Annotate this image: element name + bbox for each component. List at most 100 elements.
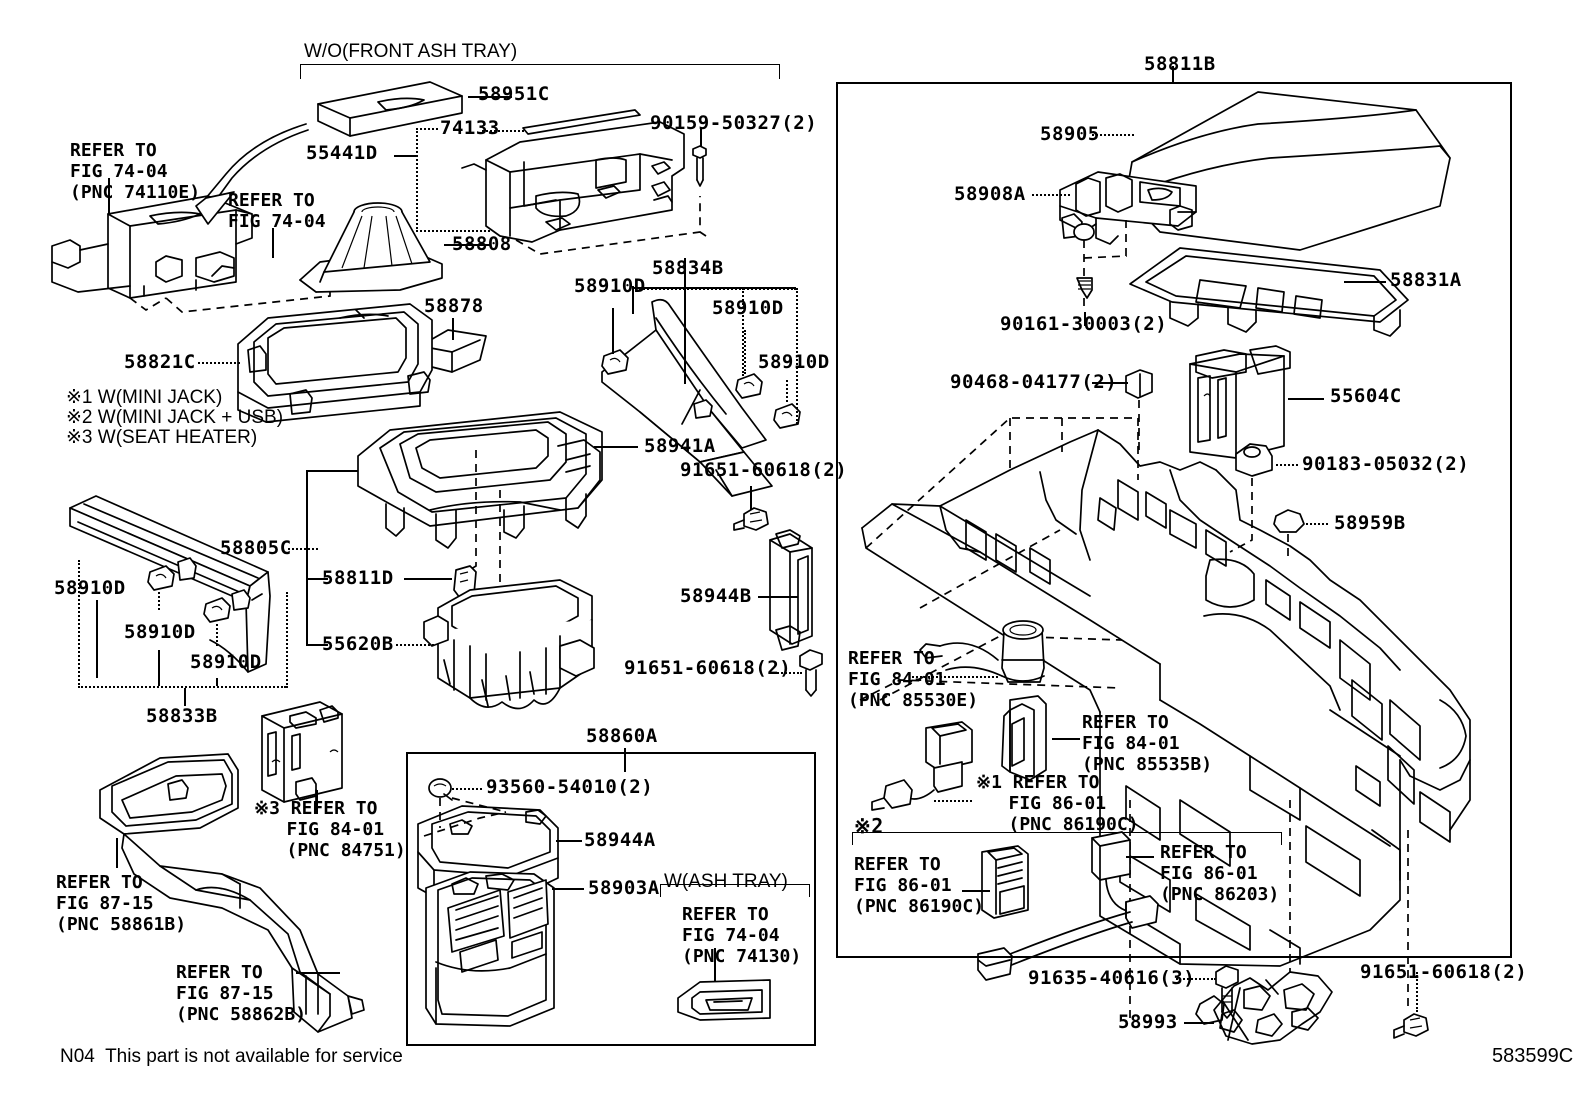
label-55441d: 55441D — [306, 142, 378, 164]
leader-58951c — [468, 96, 512, 98]
refer-74110e: REFER TO FIG 74-04 (PNC 74110E) — [70, 140, 201, 204]
leader-58910d-d — [96, 600, 98, 678]
legend-line-2: ※2 W(MINI JACK + USB) — [66, 407, 284, 428]
label-58910d-e: 58910D — [124, 621, 196, 643]
leader-55604c — [1288, 398, 1324, 400]
leader-58860a — [624, 748, 626, 772]
part-58951c-shape — [317, 81, 463, 137]
group-header-mark2: ※2 — [854, 814, 884, 838]
group-header-wo-front-ash-tray: W/O(FRONT ASH TRAY) — [304, 41, 518, 62]
leader-58944a — [556, 840, 582, 842]
label-58951c: 58951C — [478, 83, 550, 105]
leader-58862b — [296, 972, 340, 974]
label-90183-05032: 90183-05032(2) — [1302, 453, 1470, 475]
leader-84751 — [316, 790, 318, 814]
label-90159-50327: 90159-50327(2) — [650, 112, 818, 134]
part-58833b-shape — [69, 495, 271, 673]
label-58805c: 58805C — [220, 537, 292, 559]
label-90468-04177: 90468-04177(2) — [950, 371, 1118, 393]
frame-58811b — [836, 82, 1512, 958]
leader-85530e — [912, 676, 998, 678]
part-86190c-switch-1 — [871, 721, 973, 811]
label-55620b: 55620B — [322, 633, 394, 655]
part-58944b-shape — [769, 529, 813, 651]
refer-7404: REFER TO FIG 74-04 — [228, 190, 326, 233]
label-91651-60618-c: 91651-60618(2) — [1360, 961, 1528, 983]
bracket-wo-front-ash-tray — [300, 64, 780, 79]
part-55441d-shape — [461, 121, 707, 255]
label-58910d-d: 58910D — [54, 577, 126, 599]
label-58860a: 58860A — [586, 725, 658, 747]
part-58903a-shape — [425, 871, 555, 1027]
leader-58861b — [116, 838, 118, 868]
part-58805c-shape — [357, 411, 603, 600]
refer-84751: ※3 REFER TO FIG 84-01 (PNC 84751) — [254, 798, 406, 862]
leader-58910d-a — [612, 308, 614, 354]
label-58910d-a: 58910D — [574, 275, 646, 297]
group-header-w-ash-tray: W(ASH TRAY) — [664, 871, 788, 892]
label-58811d: 58811D — [322, 567, 394, 589]
leader-58811d — [404, 578, 452, 580]
refer-85530e: REFER TO FIG 84-01 (PNC 85530E) — [848, 648, 979, 712]
label-58941a: 58941A — [644, 435, 716, 457]
label-58910d-c: 58910D — [758, 351, 830, 373]
leader-58903a — [552, 888, 584, 890]
footnote-n04: N04 This part is not available for servi… — [60, 1046, 403, 1067]
part-58861b-duct — [99, 753, 365, 1033]
leader-90468 — [1092, 382, 1128, 384]
label-58908a: 58908A — [954, 183, 1026, 205]
leader-7404 — [272, 228, 274, 258]
leader-58959b — [1306, 523, 1328, 525]
leader-58878 — [452, 318, 454, 340]
leader-74110e — [108, 178, 110, 214]
leader-85535b — [1052, 738, 1080, 740]
part-86190c-switch-2 — [981, 845, 1029, 919]
label-58910d-b: 58910D — [712, 297, 784, 319]
leader-90159 — [700, 128, 702, 146]
label-58833b: 58833B — [146, 705, 218, 727]
leader-58831a — [1344, 281, 1386, 283]
label-93560-54010: 93560-54010(2) — [486, 776, 654, 798]
part-console-body — [859, 417, 1471, 1020]
part-90183-clip — [1229, 443, 1273, 553]
leader-58993 — [1184, 1022, 1214, 1024]
label-58944a: 58944A — [584, 829, 656, 851]
part-91651-bolt-b — [799, 649, 823, 697]
label-74133: 74133 — [440, 117, 500, 139]
leader-55620b — [396, 644, 434, 646]
label-58959b: 58959B — [1334, 512, 1406, 534]
leader-58834b — [684, 258, 686, 384]
part-85535b-holder — [1001, 695, 1047, 781]
label-58831a: 58831A — [1390, 269, 1462, 291]
part-85530e-socket — [919, 620, 1045, 683]
leader-58811b — [1172, 66, 1174, 84]
legend-mark-1: ※1 W(MINI JACK) — [66, 386, 222, 411]
refer-85535b: REFER TO FIG 84-01 (PNC 85535B) — [1082, 712, 1213, 776]
figure-code: 583599C — [1492, 1045, 1574, 1067]
label-58834b: 58834B — [652, 257, 724, 279]
leader-74133 — [482, 130, 524, 132]
leader-58941a — [594, 446, 638, 448]
leader-58910d-e — [158, 650, 160, 686]
leader-86190c-2 — [962, 890, 990, 892]
label-90161-30003: 90161-30003(2) — [1000, 313, 1168, 335]
part-74130-ashtray — [677, 979, 771, 1021]
legend-line-3: ※3 W(SEAT HEATER) — [66, 427, 258, 448]
leader-58905 — [1092, 134, 1134, 136]
label-91651-60618-b: 91651-60618(2) — [624, 657, 792, 679]
leader-58833b — [184, 688, 186, 706]
leader-58910d-c — [786, 380, 788, 402]
label-58944b: 58944B — [680, 585, 752, 607]
leader-58910d-b — [744, 330, 746, 374]
assembly-arrow — [195, 123, 309, 225]
leader-58808 — [444, 244, 490, 246]
part-58831a-shape — [1129, 247, 1409, 337]
label-58878: 58878 — [424, 295, 484, 317]
legend-line-1: ※1 W(MINI JACK) — [66, 387, 223, 408]
refer-86190c-2: REFER TO FIG 86-01 (PNC 86190C) — [854, 854, 985, 918]
leader-91651-a — [750, 486, 752, 510]
part-58821c-shape — [237, 303, 433, 423]
part-86203-connector — [977, 831, 1159, 981]
legend-mark-3: ※3 W(SEAT HEATER) — [66, 426, 257, 451]
